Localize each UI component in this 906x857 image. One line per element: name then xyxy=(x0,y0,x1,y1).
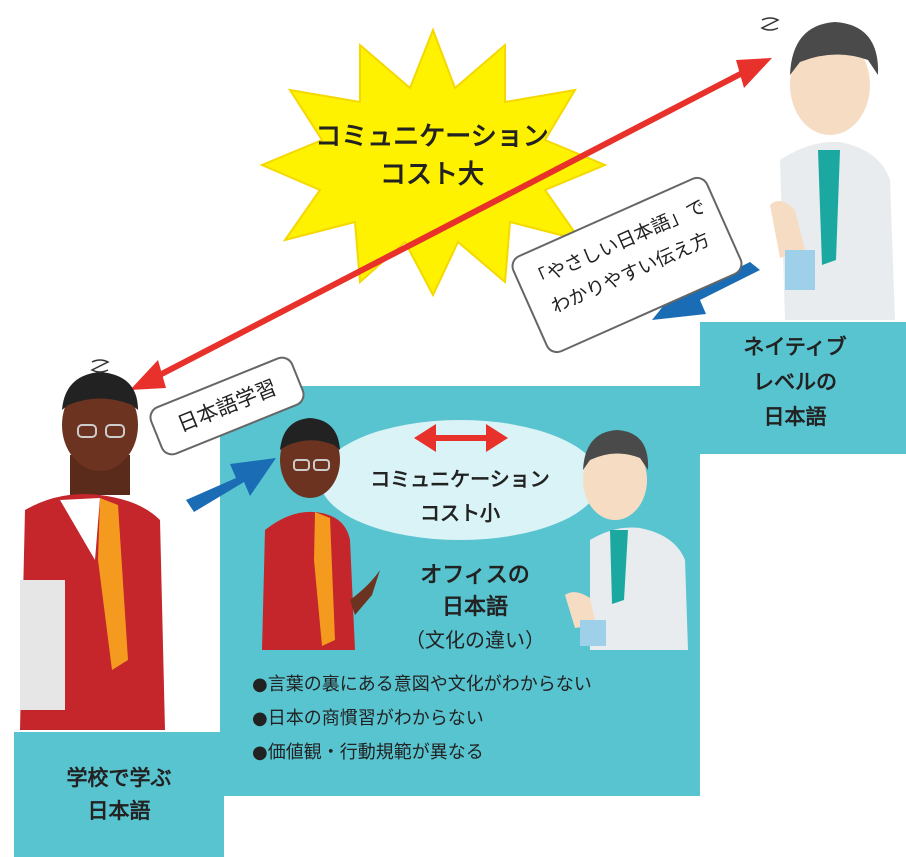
small-cost-line2: コスト小 xyxy=(420,501,500,525)
small-cost-line1: コミュニケーション xyxy=(370,467,550,491)
office-japanese-title: オフィスの 日本語 xyxy=(385,560,565,624)
bullet-item: ●価値観・行動規範が異なる xyxy=(252,742,484,763)
native-speaker-large-illustration xyxy=(770,22,895,320)
native-level-line2: レベルの xyxy=(753,370,837,394)
small-cost-glow xyxy=(320,420,600,540)
school-japanese-label: 学校で学ぶ 日本語 xyxy=(14,762,224,828)
bullet-item: ●日本の商慣習がわからない xyxy=(252,708,484,729)
native-level-line1: ネイティブ xyxy=(743,335,847,359)
native-level-line3: 日本語 xyxy=(763,405,827,429)
office-bullet-list: ●言葉の裏にある意図や文化がわからない ●日本の商慣習がわからない ●価値観・行… xyxy=(252,668,692,770)
cost-burst-shape xyxy=(259,27,608,298)
native-level-box xyxy=(700,322,906,454)
bullet-item: ●言葉の裏にある意図や文化がわからない xyxy=(252,674,592,695)
learner-large-illustration xyxy=(20,372,165,730)
school-label-line1: 学校で学ぶ xyxy=(66,766,172,790)
small-gap-arrow xyxy=(414,424,508,452)
school-box xyxy=(14,732,224,857)
large-cost-line2: コスト大 xyxy=(379,160,484,190)
worry-swirl-left xyxy=(90,359,110,373)
worry-swirl-right xyxy=(760,17,780,31)
school-label-line2: 日本語 xyxy=(87,799,151,823)
office-title-line1: オフィスの xyxy=(420,563,530,588)
office-japanese-subtitle: （文化の違い） xyxy=(405,628,545,652)
office-title-line2: 日本語 xyxy=(441,595,508,620)
easy-japanese-blue-arrow xyxy=(652,262,760,320)
study-blue-arrow xyxy=(186,458,276,512)
large-cost-label: コミュニケーション コスト大 xyxy=(262,118,602,194)
native-level-label: ネイティブ レベルの 日本語 xyxy=(700,330,890,435)
native-speaker-office-illustration xyxy=(565,430,688,650)
small-cost-label: コミュニケーション コスト小 xyxy=(330,462,590,530)
large-gap-arrow xyxy=(130,58,772,390)
learner-office-illustration xyxy=(262,418,380,650)
large-cost-line1: コミュニケーション xyxy=(315,122,549,152)
